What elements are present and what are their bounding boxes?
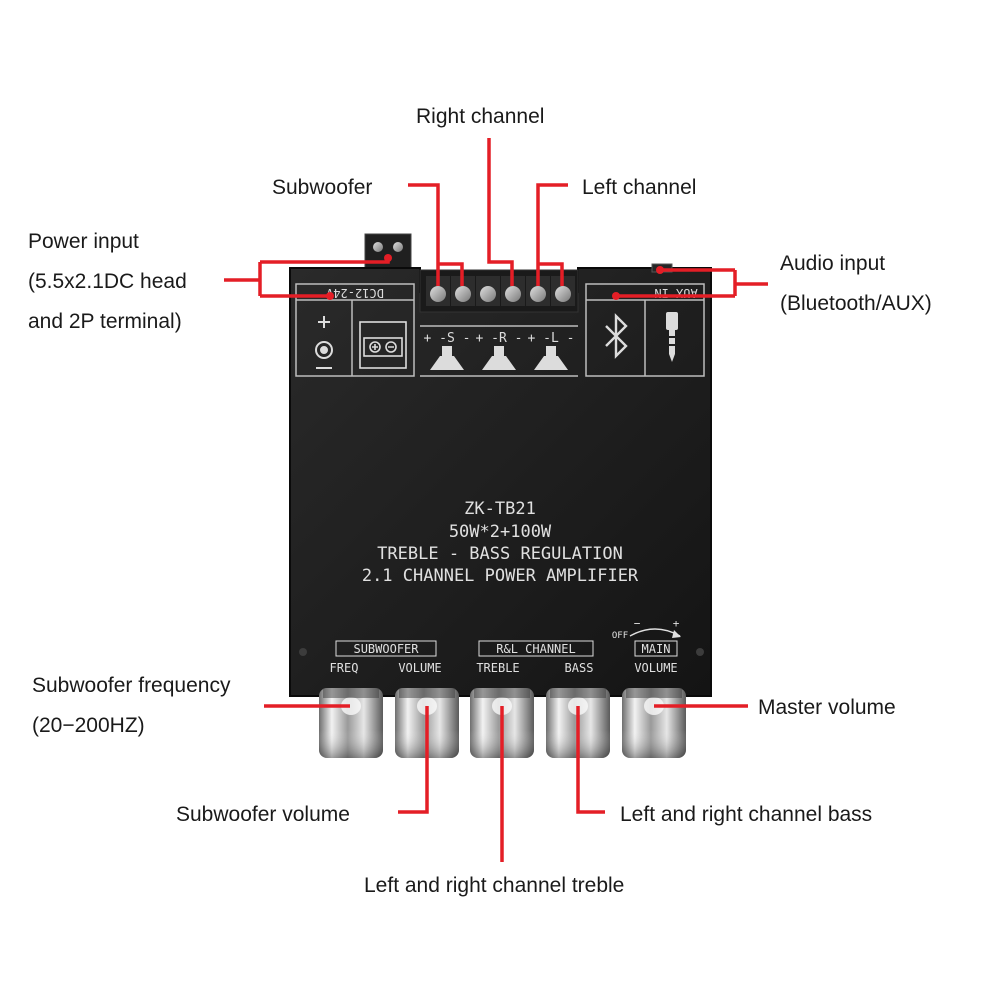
speaker-label-left: + -L - — [528, 331, 575, 346]
callout-lr-treble: Left and right channel treble — [364, 874, 625, 897]
leader-power-input — [224, 258, 390, 298]
speaker-icon — [534, 346, 568, 370]
leader-right-channel — [487, 138, 514, 286]
speaker-icon — [430, 346, 464, 370]
bluetooth-icon — [605, 313, 628, 359]
plus-label: + — [673, 617, 680, 630]
subwoofer-frequency-title: Subwoofer frequency — [32, 674, 231, 697]
callout-lr-bass: Left and right channel bass — [620, 803, 873, 826]
speaker-label-subwoofer: + -S - — [424, 331, 471, 346]
callout-power-input: Power input (5.5x2.1DC head and 2P termi… — [28, 222, 187, 342]
audio-input-title: Audio input — [780, 252, 886, 275]
sub-volume-label: VOLUME — [398, 661, 441, 675]
power-terminal-screw — [393, 242, 403, 252]
aux-in-label: AUX IN — [654, 286, 697, 300]
off-label: OFF — [612, 631, 628, 641]
subwoofer-frequency-range: (20−200HZ) — [32, 714, 145, 737]
leader-dots — [326, 254, 664, 300]
model-name: ZK-TB21 — [464, 499, 536, 519]
leader-subwoofer — [408, 183, 464, 286]
treble-label: TREBLE — [476, 661, 519, 675]
callout-subwoofer-volume: Subwoofer volume — [176, 803, 350, 826]
audio-plug-icon — [666, 312, 678, 362]
regulation-text: TREBLE - BASS REGULATION — [377, 544, 623, 564]
main-group-box — [634, 640, 678, 657]
callout-master-volume: Master volume — [758, 696, 896, 719]
leader-left-channel — [536, 183, 568, 286]
subwoofer-group-box — [335, 640, 437, 657]
power-rating: 50W*2+100W — [449, 522, 552, 542]
top-panel-lines — [295, 283, 705, 377]
leader-lines — [224, 138, 768, 862]
main-group-title: MAIN — [642, 642, 671, 656]
dc-jack-icon — [315, 316, 333, 369]
freq-label: FREQ — [330, 661, 359, 675]
main-volume-label: VOLUME — [634, 661, 677, 675]
power-input-detail-1: (5.5x2.1DC head — [28, 270, 187, 293]
leader-bass — [576, 706, 605, 814]
callout-right-channel: Right channel — [416, 105, 545, 128]
power-input-title: Power input — [28, 230, 139, 253]
mount-hole — [299, 648, 307, 656]
callout-left-channel: Left channel — [582, 176, 697, 199]
power-input-detail-2: and 2P terminal) — [28, 310, 182, 333]
dc-voltage-label: DC12-24V — [326, 286, 384, 300]
leader-subwoofer-volume — [398, 706, 429, 814]
screw-terminal-icon — [359, 321, 407, 369]
callout-subwoofer-frequency: Subwoofer frequency (20−200HZ) — [32, 666, 230, 746]
mount-hole — [696, 648, 704, 656]
knob-subwoofer-frequency[interactable] — [319, 688, 383, 758]
speaker-label-right: + -R - — [476, 331, 523, 346]
minus-label: − — [634, 617, 641, 630]
bass-label: BASS — [565, 661, 594, 675]
speaker-icon — [482, 346, 516, 370]
audio-input-detail: (Bluetooth/AUX) — [780, 292, 932, 315]
leader-audio-input — [616, 268, 768, 298]
callout-audio-input: Audio input (Bluetooth/AUX) — [780, 244, 932, 324]
rl-group-box — [478, 640, 594, 657]
callout-subwoofer: Subwoofer — [272, 176, 373, 199]
knob-master-volume[interactable] — [622, 688, 686, 758]
amplifier-description: 2.1 CHANNEL POWER AMPLIFIER — [362, 566, 639, 586]
power-terminal-screw — [373, 242, 383, 252]
volume-arc-arrow-icon — [672, 630, 681, 638]
subwoofer-group-title: SUBWOOFER — [353, 642, 419, 656]
rl-group-title: R&L CHANNEL — [496, 642, 575, 656]
